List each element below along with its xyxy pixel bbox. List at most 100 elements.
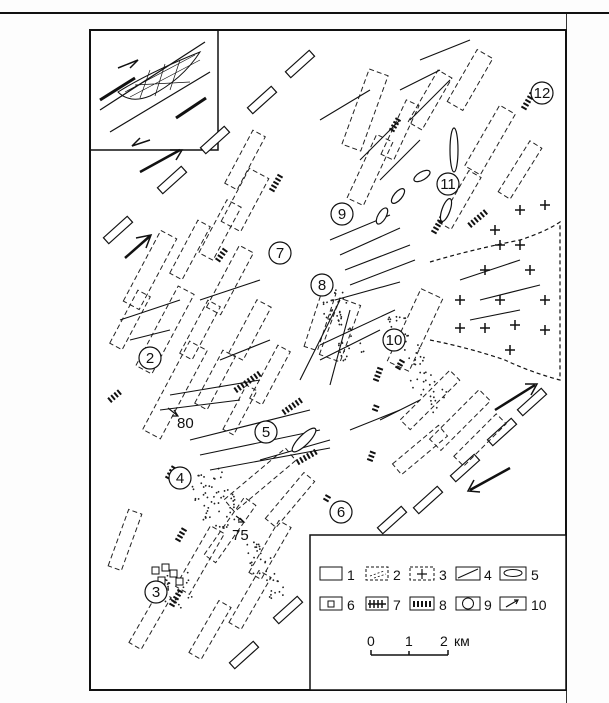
dot <box>359 342 362 345</box>
dot <box>414 363 417 366</box>
dot <box>167 582 170 585</box>
tick-mark <box>294 399 300 406</box>
dot <box>259 558 262 561</box>
dot <box>409 379 412 382</box>
legend-label-3: 3 <box>439 567 447 583</box>
dotted-zone <box>191 467 240 530</box>
legend-label-6: 6 <box>347 597 355 613</box>
dot <box>187 596 190 599</box>
dot <box>217 490 220 493</box>
tick-mark <box>394 365 402 371</box>
tick-mark <box>178 530 186 536</box>
sample-points <box>151 563 184 586</box>
dot <box>256 550 259 552</box>
dot <box>206 510 209 512</box>
scale-tick-0: 0 <box>367 633 375 649</box>
dot <box>419 371 422 374</box>
tick-mark <box>107 397 113 403</box>
dot <box>203 475 205 478</box>
fault-line <box>299 299 341 381</box>
dot <box>185 581 188 584</box>
tick-mark <box>366 458 374 462</box>
dot <box>166 574 169 577</box>
dot <box>204 515 207 518</box>
gneiss-band <box>107 508 143 572</box>
dot <box>278 590 281 593</box>
dot <box>204 492 207 494</box>
dot <box>177 603 180 606</box>
dot <box>252 541 255 544</box>
dot <box>338 310 341 313</box>
fault-line <box>379 139 421 181</box>
gneiss-band <box>407 69 453 131</box>
dot <box>231 493 234 496</box>
tick-mark <box>373 404 380 409</box>
tick-mark <box>219 250 226 256</box>
tick-mark <box>372 378 380 382</box>
scale-unit: км <box>454 633 470 649</box>
legend-label-9: 9 <box>484 597 492 613</box>
dot <box>202 486 205 488</box>
dot <box>345 301 348 304</box>
granite-cross <box>455 295 465 305</box>
dot <box>421 359 424 362</box>
tick-mark <box>268 187 276 193</box>
tick-mark <box>368 454 375 459</box>
dot <box>339 351 341 354</box>
dot <box>222 527 225 530</box>
scale-tick-1: 1 <box>405 633 413 649</box>
dot <box>432 396 435 399</box>
tick-mark <box>113 391 119 398</box>
tick-mark <box>281 408 287 416</box>
gneiss-band <box>220 167 270 233</box>
tick-mark <box>176 588 184 594</box>
dot <box>233 498 236 501</box>
granite-cross <box>540 200 550 210</box>
site-label-6: 6 <box>337 504 345 521</box>
dot <box>225 526 228 528</box>
fault-line <box>199 279 261 301</box>
fault-lines <box>119 39 541 471</box>
tick-mark <box>324 494 332 499</box>
dot <box>422 388 425 391</box>
dot <box>259 552 262 555</box>
dot <box>266 579 268 582</box>
dot <box>218 510 220 513</box>
dot <box>435 406 438 409</box>
site-label-5: 5 <box>262 424 270 441</box>
legend-swatch-1 <box>319 566 343 581</box>
gneiss-band <box>346 133 394 207</box>
dot <box>257 543 260 546</box>
dot <box>210 486 213 488</box>
granite-cross <box>515 240 525 250</box>
dot <box>424 379 427 382</box>
dot <box>388 320 391 323</box>
dot <box>221 471 223 474</box>
legend-label-1: 1 <box>347 567 355 583</box>
dot <box>205 512 208 515</box>
tick-mark <box>470 219 476 226</box>
tick-mark <box>236 384 242 391</box>
dot <box>202 518 205 521</box>
shear-arrows <box>124 148 539 493</box>
site-label-8: 8 <box>318 277 326 294</box>
dot <box>338 323 341 326</box>
dot <box>253 556 255 559</box>
dot <box>419 363 421 365</box>
dot <box>246 543 249 546</box>
gneiss-band <box>446 48 494 112</box>
tick-mark <box>221 247 228 253</box>
dot <box>210 501 213 503</box>
gneiss-band <box>205 244 255 316</box>
dot <box>208 516 211 519</box>
dot <box>233 518 236 521</box>
granite-cross <box>525 265 535 275</box>
tick-mark <box>436 219 444 224</box>
dot <box>403 317 406 320</box>
dot <box>223 490 226 492</box>
dot <box>404 333 407 336</box>
dot <box>258 572 261 575</box>
dot <box>419 355 422 358</box>
site-label-7: 7 <box>276 245 284 262</box>
dotted-zone <box>387 315 425 366</box>
